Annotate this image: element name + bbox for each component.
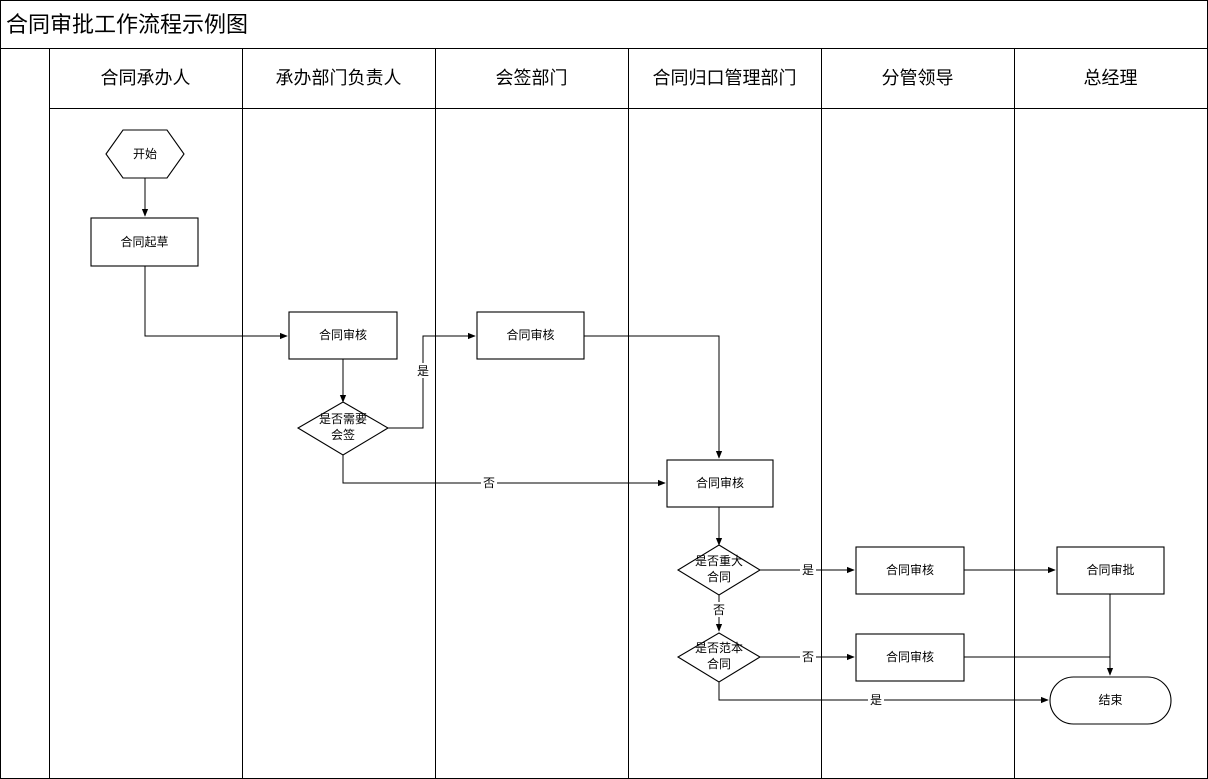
need-cosign-label-line1: 是否需要	[319, 412, 367, 426]
lane-header-supervising-leader: 分管领导	[882, 68, 954, 89]
template-contract-label-line1: 是否范本	[695, 641, 743, 655]
edge-label-template-no: 否	[802, 650, 814, 664]
lane-header-contract-handler: 合同承办人	[101, 68, 191, 89]
mgmt-review-label: 合同审核	[696, 475, 744, 490]
gm-approve-box	[1056, 546, 1165, 595]
node-cosign-review: 合同审核	[476, 311, 585, 360]
node-start: 开始	[105, 129, 185, 179]
leader-review-1-box	[855, 546, 965, 595]
lane-header-contract-mgmt-dept: 合同归口管理部门	[653, 68, 797, 89]
edge-label-major-no: 否	[713, 603, 725, 617]
nodes: 开始 合同起草 合同审核 是否需要 会签 合同审核 合同审核	[90, 129, 1172, 725]
end-terminal-shape	[1049, 676, 1172, 725]
start-hexagon-shape	[105, 129, 185, 179]
edge-label-cosign-yes: 是	[417, 364, 429, 378]
need-cosign-label-line2: 会签	[331, 427, 355, 442]
template-contract-label-line2: 合同	[707, 656, 731, 671]
node-mgmt-review: 合同审核	[666, 459, 774, 508]
edge-template-yes	[718, 682, 1049, 704]
lane-header-cosign-dept: 会签部门	[496, 68, 568, 89]
edge-labels: 是 否 是 否 否 是	[415, 363, 884, 707]
cosign-review-label: 合同审核	[506, 327, 554, 342]
template-contract-diamond	[676, 632, 762, 683]
dept-review-label: 合同审核	[319, 327, 367, 342]
start-label: 开始	[133, 147, 157, 161]
diagram-title: 合同审批工作流程示例图	[6, 13, 248, 38]
edge-draft-to-dept-review	[144, 266, 288, 340]
edge-label-major-yes: 是	[802, 563, 814, 577]
node-need-cosign-decision: 是否需要 会签	[296, 401, 390, 456]
major-contract-label-line1: 是否重大	[695, 554, 743, 568]
node-end: 结束	[1049, 676, 1172, 725]
edge-cosign-yes	[388, 332, 476, 429]
leader-review-1-label: 合同审核	[886, 562, 934, 577]
mgmt-review-box	[666, 459, 774, 508]
node-gm-approve: 合同审批	[1056, 546, 1165, 595]
node-leader-review-1: 合同审核	[855, 546, 965, 595]
node-leader-review-2: 合同审核	[855, 633, 965, 682]
gm-approve-label: 合同审批	[1086, 562, 1134, 577]
lane-header-general-manager: 总经理	[1084, 68, 1138, 89]
lane-header-dept-head: 承办部门负责人	[276, 68, 402, 89]
node-contract-draft: 合同起草	[90, 217, 199, 267]
draft-box	[90, 217, 199, 267]
need-cosign-diamond	[296, 401, 390, 456]
leader-review-2-label: 合同审核	[886, 649, 934, 664]
end-label: 结束	[1098, 693, 1122, 707]
node-major-contract-decision: 是否重大 合同	[676, 544, 762, 596]
node-dept-review: 合同审核	[288, 311, 398, 360]
edge-cosign-no	[342, 455, 666, 487]
draft-label: 合同起草	[120, 234, 168, 249]
edge-label-template-yes: 是	[870, 693, 882, 707]
leader-review-2-box	[855, 633, 965, 682]
dept-review-box	[288, 311, 398, 360]
edge-label-cosign-no: 否	[483, 476, 495, 490]
major-contract-label-line2: 合同	[707, 569, 731, 584]
node-template-contract-decision: 是否范本 合同	[676, 632, 762, 683]
edges	[141, 178, 1114, 704]
major-contract-diamond	[676, 544, 762, 596]
cosign-review-box	[476, 311, 585, 360]
edge-cosign-review-to-mgmt-review	[584, 335, 723, 459]
lane-headers: 合同承办人 承办部门负责人 会签部门 合同归口管理部门 分管领导 总经理	[101, 68, 1138, 89]
